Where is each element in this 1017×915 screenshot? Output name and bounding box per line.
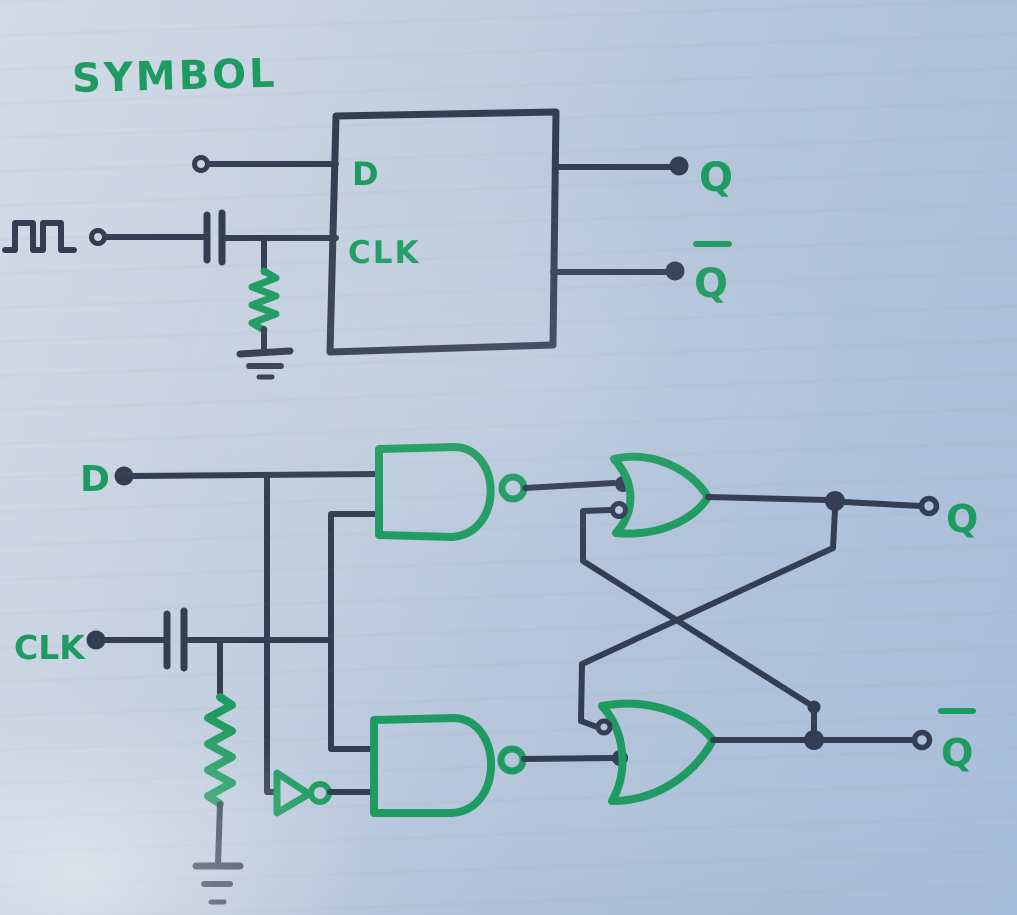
clk-to-nand2-wire [328, 636, 376, 752]
or-gate-2 [598, 699, 717, 805]
q-out-wire [705, 494, 830, 503]
pulldown-resistor [204, 693, 236, 808]
clk-to-nand1-wire [328, 511, 381, 642]
or2-input-bubble [595, 718, 613, 736]
or-body [610, 452, 712, 538]
block-d-label: D [352, 155, 379, 193]
qbar-node-dot [665, 261, 685, 281]
qbar-output-terminal [911, 729, 933, 751]
inverter [273, 769, 332, 817]
inverter-triangle [273, 769, 313, 817]
or-body [598, 699, 717, 805]
qbar-junction-dot [804, 730, 824, 750]
nand-body [370, 714, 495, 817]
q-output-terminal [918, 495, 940, 517]
pulldown-resistor [248, 267, 280, 334]
nand-gate-2 [370, 714, 527, 817]
ground-symbol [192, 862, 244, 905]
ground-bar [236, 347, 294, 358]
d-input-label: D [80, 459, 110, 500]
nand-body [375, 443, 495, 541]
nand-bubble [497, 745, 527, 775]
clock-pulse-icon [2, 220, 77, 253]
block-clk-label: CLK [348, 235, 421, 271]
nand1-out-wire [522, 480, 617, 491]
q-label: Q [699, 155, 733, 201]
or-gate-1 [610, 452, 712, 538]
qbar-output-label: Q [941, 731, 973, 775]
qbar-feedback-wire [580, 507, 817, 735]
qbar-label: Q [694, 261, 728, 307]
nand-bubble [498, 473, 528, 503]
coupling-capacitor [163, 607, 188, 672]
ground-symbol [236, 347, 294, 380]
clk-input-label: CLK [14, 628, 86, 667]
q-output-label: Q [946, 497, 978, 541]
gate-section: D CLK [14, 443, 978, 905]
q-node-dot [669, 156, 689, 176]
coupling-capacitor [203, 209, 226, 266]
ground-wire [215, 801, 223, 867]
d-wire [130, 471, 382, 479]
q-out-wire [841, 499, 924, 509]
nand-gate-1 [375, 443, 528, 541]
flip-flop-block [326, 108, 560, 356]
inverter-bubble [308, 781, 332, 805]
section-title: SYMBOL [71, 51, 278, 102]
nand2-out-wire [521, 755, 615, 762]
or1-input-bubble [610, 501, 628, 519]
symbol-section: SYMBOL D CLK Q [2, 51, 733, 380]
feedback-corner-dot [807, 700, 821, 714]
d-branch-wire [264, 472, 280, 795]
